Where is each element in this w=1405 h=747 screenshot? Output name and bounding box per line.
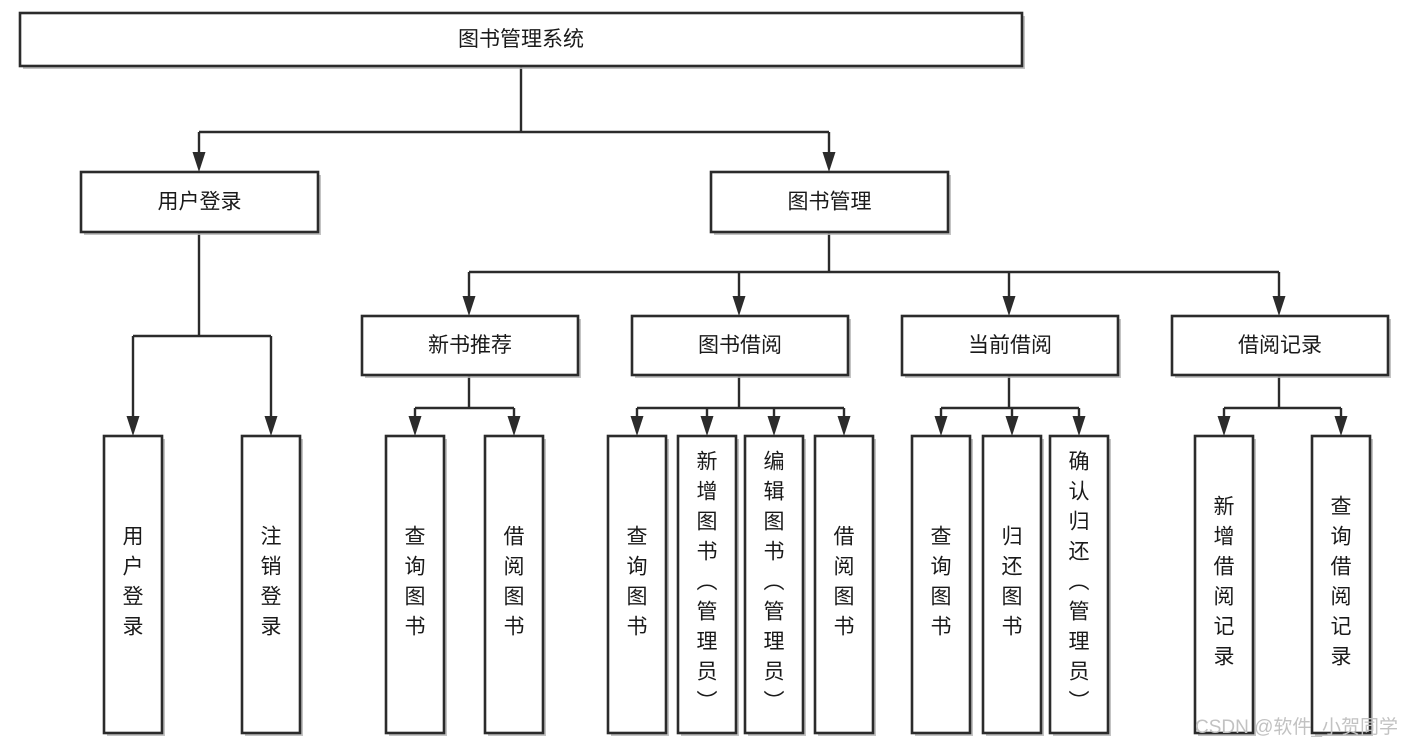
node-box-leaf-query-book-1[interactable]: [384, 434, 446, 735]
node-box-user-login[interactable]: [79, 170, 320, 234]
connector-root-bus: [192, 66, 836, 172]
csdn-watermark: CSDN @软件_小贺同学: [1195, 716, 1398, 738]
node-box-leaf-query-book-2[interactable]: [606, 434, 668, 735]
node-leaf-query-book-2[interactable]: 查询图书: [606, 434, 669, 736]
node-label-leaf-query-book-1: 查询图书: [405, 526, 426, 639]
node-box-borrow-record[interactable]: [1170, 314, 1390, 377]
node-leaf-query-record[interactable]: 查询借阅记录: [1310, 434, 1373, 736]
node-label-leaf-borrow-book-1: 借阅图书: [504, 526, 525, 639]
node-leaf-add-book[interactable]: 新增图书︵管理员︶: [676, 434, 739, 736]
node-borrow-record[interactable]: 借阅记录: [1170, 314, 1391, 378]
node-box-current-borrow[interactable]: [900, 314, 1120, 377]
connector-book-borrow-bus: [630, 375, 851, 436]
node-leaf-add-record[interactable]: 新增借阅记录: [1193, 434, 1256, 736]
node-label-root: 图书管理系统: [458, 28, 584, 51]
node-new-book-recommend[interactable]: 新书推荐: [360, 314, 581, 378]
connector-book-management-bus: [462, 232, 1286, 316]
node-label-current-borrow: 当前借阅: [968, 334, 1052, 357]
connectors-layer: [126, 66, 1348, 436]
node-label-user-login: 用户登录: [158, 191, 242, 214]
node-label-book-borrow: 图书借阅: [698, 334, 782, 357]
node-box-book-management[interactable]: [709, 170, 950, 234]
node-leaf-return-book[interactable]: 归还图书: [981, 434, 1044, 736]
node-leaf-edit-book[interactable]: 编辑图书︵管理员︶: [743, 434, 806, 736]
node-leaf-query-book-3[interactable]: 查询图书: [910, 434, 973, 736]
node-box-leaf-confirm-return[interactable]: [1048, 434, 1110, 735]
node-label-leaf-query-book-3: 查询图书: [931, 526, 952, 639]
connector-new-book-recommend-bus: [408, 375, 521, 436]
node-current-borrow[interactable]: 当前借阅: [900, 314, 1121, 378]
node-label-leaf-add-book: 新增图书︵管理员︶: [697, 451, 718, 714]
node-label-leaf-edit-book: 编辑图书︵管理员︶: [764, 451, 785, 714]
nodes-layer: 图书管理系统用户登录图书管理新书推荐图书借阅当前借阅借阅记录用户登录注销登录查询…: [18, 11, 1391, 736]
node-leaf-borrow-book-1[interactable]: 借阅图书: [483, 434, 546, 736]
connector-user-login-bus: [126, 232, 278, 436]
node-book-borrow[interactable]: 图书借阅: [630, 314, 851, 378]
node-box-leaf-add-book[interactable]: [676, 434, 738, 735]
node-label-borrow-record: 借阅记录: [1238, 334, 1322, 357]
node-leaf-logout[interactable]: 注销登录: [240, 434, 303, 736]
connector-borrow-record-bus: [1217, 375, 1348, 436]
node-leaf-borrow-book-2[interactable]: 借阅图书: [813, 434, 876, 736]
node-box-root[interactable]: [18, 11, 1024, 68]
node-label-new-book-recommend: 新书推荐: [428, 334, 512, 357]
node-leaf-confirm-return[interactable]: 确认归还︵管理员︶: [1048, 434, 1111, 736]
node-box-leaf-borrow-book-2[interactable]: [813, 434, 875, 735]
node-label-book-management: 图书管理: [788, 191, 872, 214]
node-box-new-book-recommend[interactable]: [360, 314, 580, 377]
node-box-leaf-return-book[interactable]: [981, 434, 1043, 735]
node-box-book-borrow[interactable]: [630, 314, 850, 377]
node-book-management[interactable]: 图书管理: [709, 170, 951, 235]
node-leaf-user-login[interactable]: 用户登录: [102, 434, 165, 736]
node-box-leaf-edit-book[interactable]: [743, 434, 805, 735]
node-box-leaf-add-record[interactable]: [1193, 434, 1255, 735]
node-label-leaf-return-book: 归还图书: [1002, 526, 1023, 639]
node-label-leaf-query-record: 查询借阅记录: [1331, 496, 1352, 669]
node-box-leaf-query-book-3[interactable]: [910, 434, 972, 735]
node-label-leaf-borrow-book-2: 借阅图书: [834, 526, 855, 639]
connector-current-borrow-bus: [934, 375, 1086, 436]
node-box-leaf-borrow-book-1[interactable]: [483, 434, 545, 735]
node-label-leaf-query-book-2: 查询图书: [627, 526, 648, 639]
node-box-leaf-query-record[interactable]: [1310, 434, 1372, 735]
node-leaf-query-book-1[interactable]: 查询图书: [384, 434, 447, 736]
node-root[interactable]: 图书管理系统: [18, 11, 1025, 69]
node-box-leaf-user-login[interactable]: [102, 434, 164, 735]
node-label-leaf-logout: 注销登录: [261, 526, 282, 639]
node-box-leaf-logout[interactable]: [240, 434, 302, 735]
node-label-leaf-user-login: 用户登录: [123, 526, 144, 639]
node-label-leaf-add-record: 新增借阅记录: [1214, 496, 1235, 669]
watermark-layer: CSDN @软件_小贺同学: [1195, 716, 1398, 738]
node-user-login[interactable]: 用户登录: [79, 170, 321, 235]
node-label-leaf-confirm-return: 确认归还︵管理员︶: [1069, 451, 1090, 714]
